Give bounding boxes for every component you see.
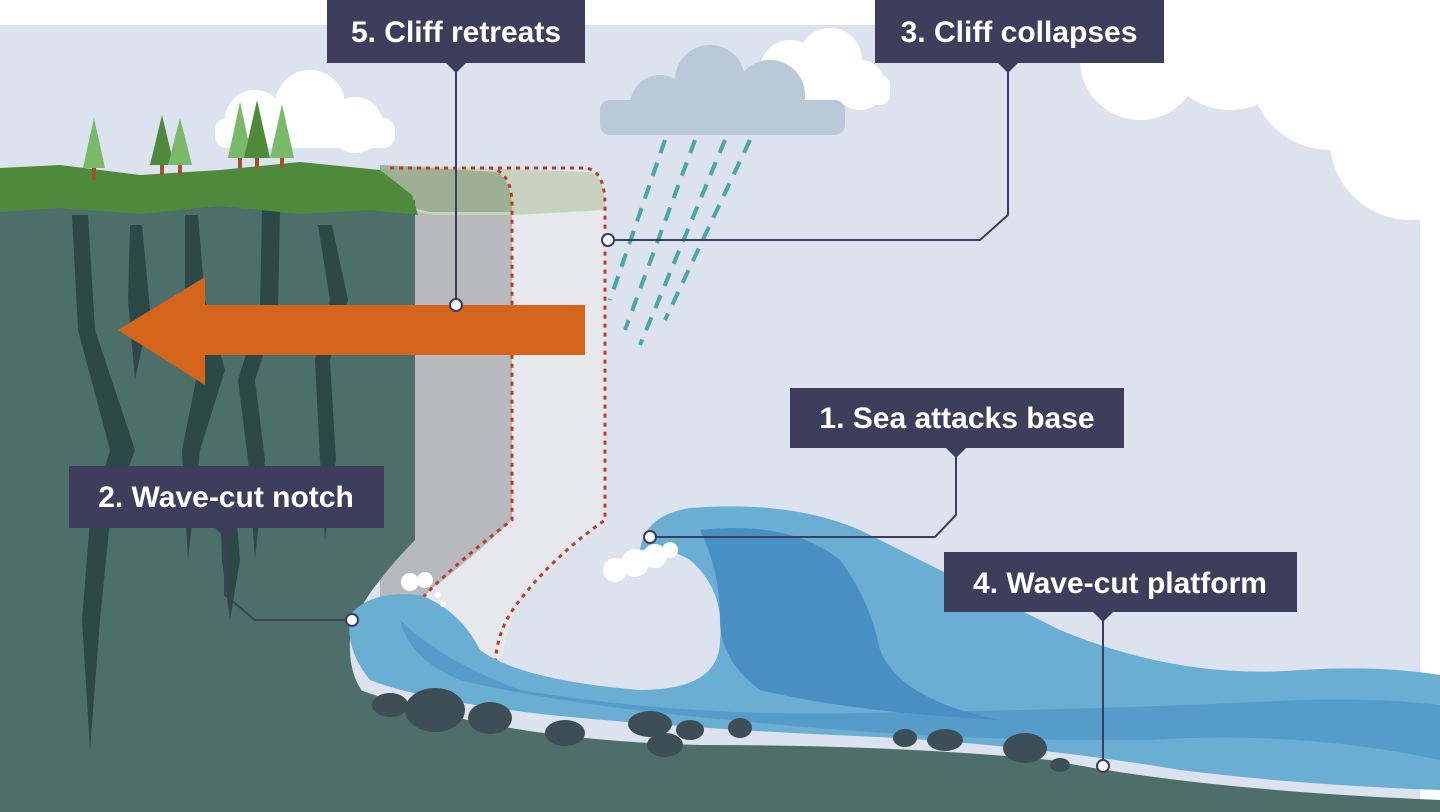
leader-wave-cut-notch	[224, 528, 352, 621]
wave-cut-platform	[360, 690, 1440, 812]
rain-cloud	[600, 45, 845, 135]
grass-top	[0, 162, 418, 215]
leader-sea-attacks-base	[650, 448, 957, 538]
leader-cliff-collapses	[608, 65, 1009, 241]
leader-lines	[224, 65, 1104, 766]
callout-cliff-retreats: 5. Cliff retreats	[327, 0, 585, 73]
callout-sea-attacks-base: 1. Sea attacks base	[790, 388, 1124, 458]
label-wave-cut-platform: 4. Wave-cut platform	[973, 567, 1267, 600]
leader-dots	[345, 233, 1110, 773]
callout-wave-cut-notch: 2. Wave-cut notch	[69, 466, 384, 538]
callout-wave-cut-platform: 4. Wave-cut platform	[944, 552, 1297, 622]
rain	[608, 139, 752, 346]
trees	[83, 100, 294, 180]
label-cliff-retreats: 5. Cliff retreats	[351, 16, 561, 49]
label-wave-cut-notch: 2. Wave-cut notch	[98, 481, 354, 514]
callout-cliff-collapses: 3. Cliff collapses	[875, 0, 1164, 73]
sea-lower-band	[400, 620, 1440, 760]
retreat-arrow	[118, 277, 585, 385]
sea-wave-inner	[700, 528, 1000, 720]
label-sea-attacks-base: 1. Sea attacks base	[819, 402, 1094, 435]
label-cliff-collapses: 3. Cliff collapses	[901, 16, 1138, 49]
large-cloud	[1080, 0, 1440, 220]
sea-foam	[401, 542, 678, 607]
boulders	[372, 688, 1070, 772]
